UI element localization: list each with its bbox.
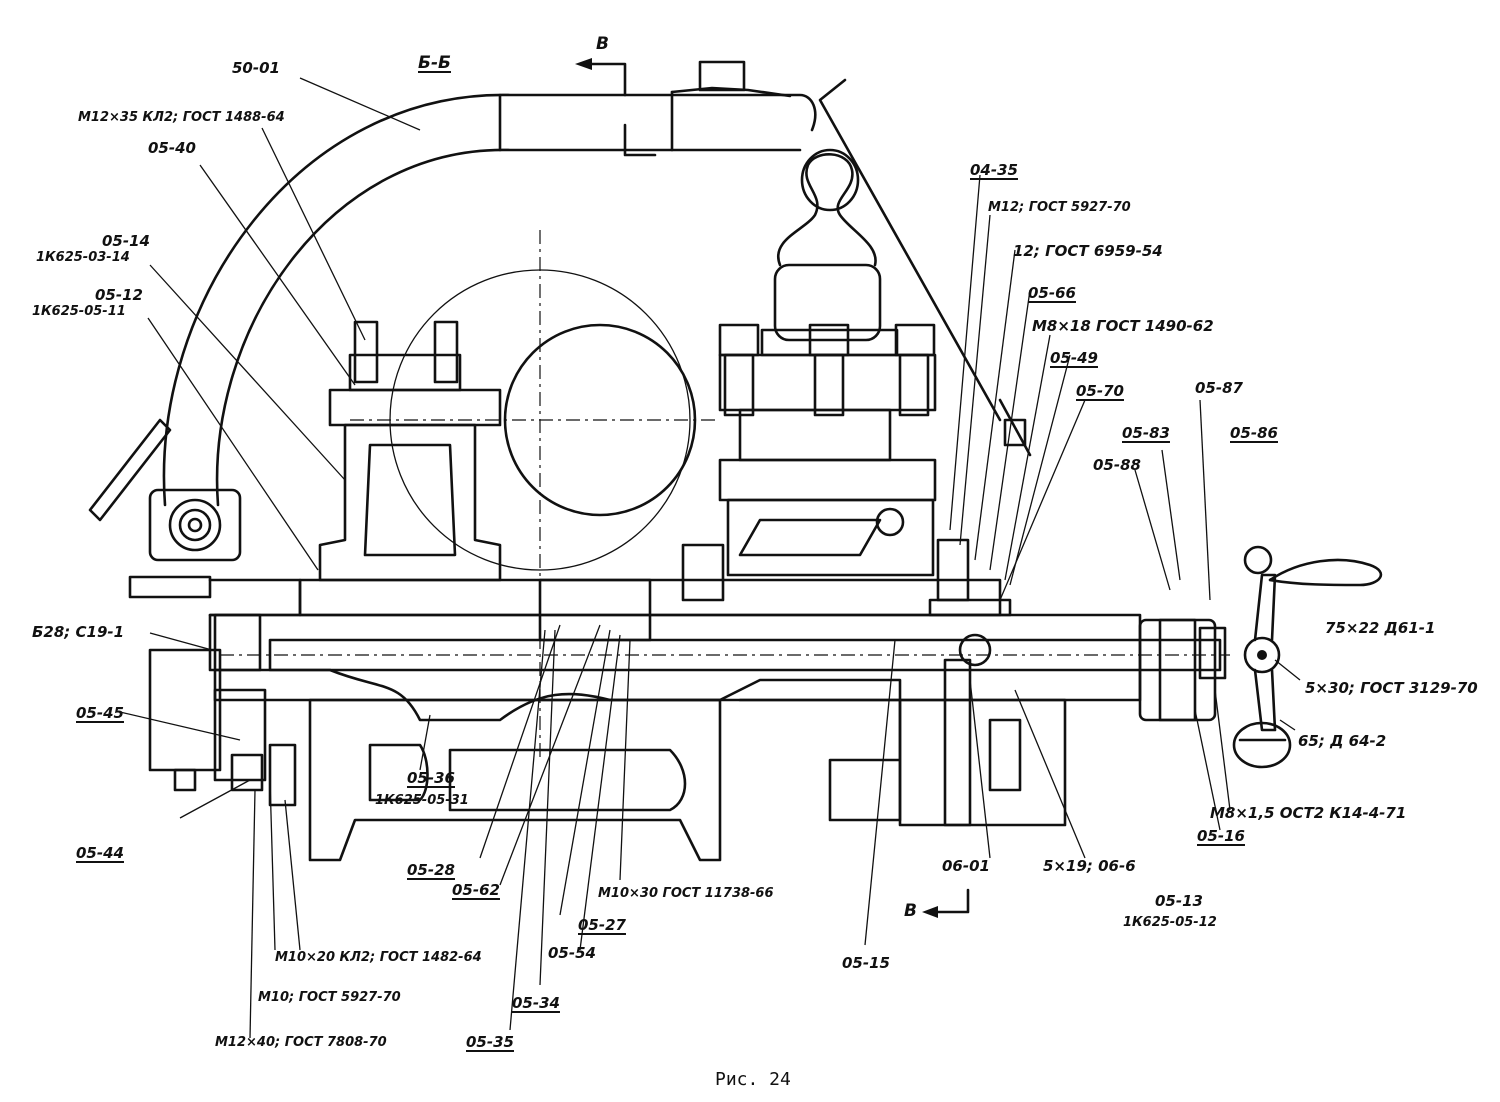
label-05-49: 05-49 [1050,349,1098,367]
label-05-70: 05-70 [1076,382,1124,400]
label-m8x15: M8×1,5 ОСТ2 К14-4-71 [1210,804,1407,822]
figure-caption: Рис. 24 [715,1069,791,1090]
label-05-36: 05-36 [407,769,455,787]
label-m10x20: M10×20 КЛ2; ГОСТ 1482-64 [275,950,482,965]
label-05-54: 05-54 [548,944,596,962]
apron-base [213,613,1142,862]
label-05-66: 05-66 [1028,284,1076,302]
section-arrows [575,58,970,918]
label-05-87: 05-87 [1195,379,1243,397]
left-cover [148,648,297,807]
label-50-01: 50-01 [232,59,280,77]
label-06-01: 06-01 [942,857,990,875]
label-05-16: 05-16 [1197,827,1245,845]
label-05-88: 05-88 [1093,456,1141,474]
label-05-28: 05-28 [407,861,455,879]
guard-arc [88,60,817,522]
tool-post [718,78,1002,577]
label-5x19: 5×19; 06-6 [1043,857,1136,875]
label-75x22: 75×22 Д61-1 [1325,619,1436,637]
guard-clamp [148,488,242,562]
label-m8x18: M8×18 ГОСТ 1490-62 [1032,317,1214,335]
label-12-gost: 12; ГОСТ 6959-54 [1013,242,1163,260]
label-65-d64: 65; Д 64-2 [1298,732,1387,750]
label-05-35: 05-35 [466,1033,514,1051]
lead-screw [208,613,1230,672]
label-05-14: 05-14 [102,232,150,250]
label-1k625-05-11: 1К625-05-11 [32,304,126,319]
section-arrow-letter-bottom: В [904,901,917,921]
label-m12x40: M12×40; ГОСТ 7808-70 [215,1035,387,1050]
label-m12-gost: M12; ГОСТ 5927-70 [988,200,1131,215]
label-05-62: 05-62 [452,881,500,899]
label-1k625-05-31: 1К625-05-31 [375,793,469,808]
label-05-13: 05-13 [1155,892,1203,910]
label-5x30: 5×30; ГОСТ 3129-70 [1305,679,1478,697]
section-label: Б-Б [418,53,451,73]
section-arrow-letter-top: В [596,34,609,54]
label-m12x35: M12×35 КЛ2; ГОСТ 1488-64 [78,110,285,125]
leader-lines [119,77,1301,1039]
right-small-parts [928,398,1032,667]
label-b28-c19-1: Б28; С19-1 [32,623,125,641]
label-m10-gost: M10; ГОСТ 5927-70 [258,990,401,1005]
label-05-12: 05-12 [95,286,143,304]
label-05-27: 05-27 [578,916,626,934]
label-05-86: 05-86 [1230,424,1278,442]
label-05-44: 05-44 [76,844,124,862]
label-05-34: 05-34 [512,994,560,1012]
upper-housing [318,320,502,582]
label-05-45: 05-45 [76,704,124,722]
handwheel [1138,545,1383,769]
gear-circles [350,230,720,760]
label-05-15: 05-15 [842,954,890,972]
label-05-40: 05-40 [148,139,196,157]
label-1k625-03-14: 1К625-03-14 [36,250,130,265]
label-04-35: 04-35 [970,161,1018,179]
label-05-83: 05-83 [1122,424,1170,442]
label-m10x30: M10×30 ГОСТ 11738-66 [598,886,774,901]
label-1k625-05-12: 1К625-05-12 [1123,915,1217,930]
